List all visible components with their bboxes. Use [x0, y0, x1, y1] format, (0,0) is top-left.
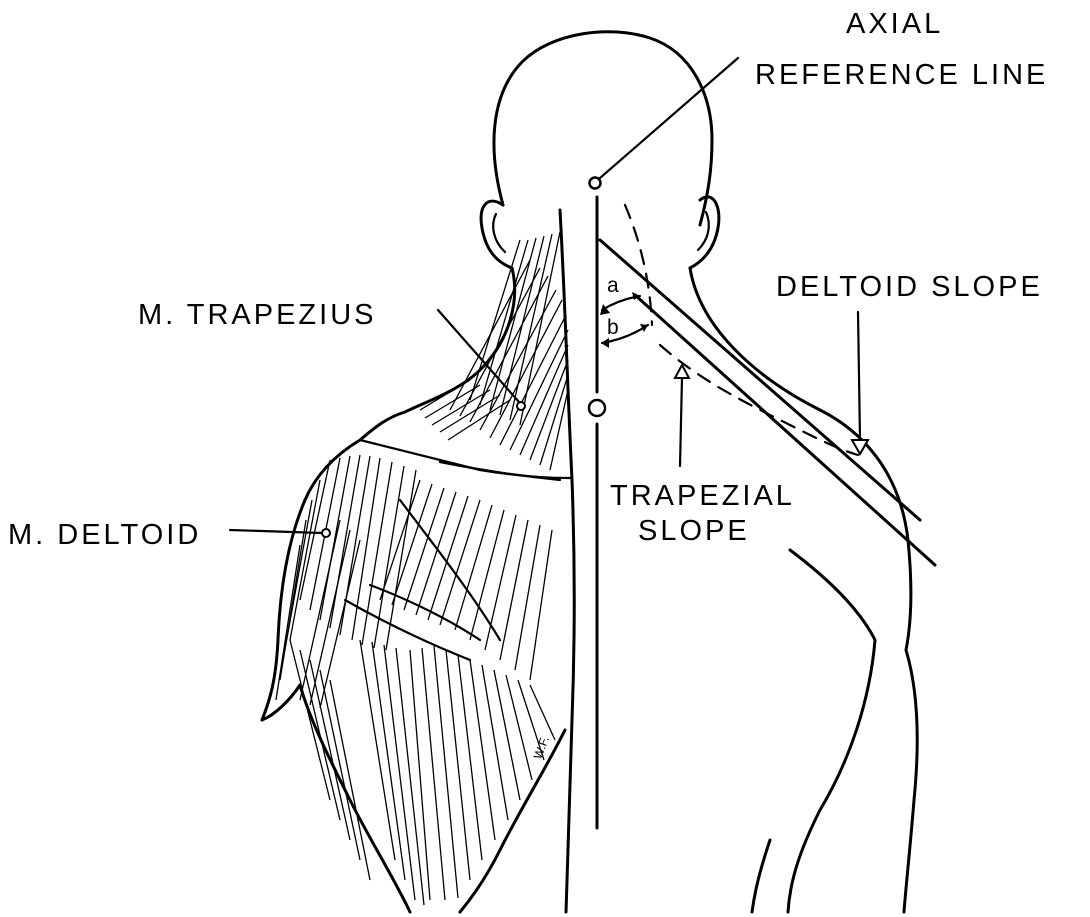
angle-a-arc — [600, 292, 640, 315]
angle-a-label: a — [607, 274, 619, 297]
dashed-contour — [625, 205, 858, 455]
left-ear — [481, 201, 512, 268]
m-trapezius-label: M. TRAPEZIUS — [138, 299, 377, 331]
angle-b-label: b — [607, 316, 619, 339]
axial-leader-line — [600, 58, 738, 178]
axial-reference-line — [589, 178, 605, 829]
artist-signature: W.F. — [531, 734, 552, 761]
deltoid-slope-label: DELTOID SLOPE — [776, 271, 1043, 303]
trapezial-label-line1: TRAPEZIAL — [610, 480, 795, 512]
axial-label-line2: REFERENCE LINE — [755, 59, 1048, 91]
body-right-half — [690, 268, 917, 912]
trapezial-slope-arrow — [675, 365, 689, 466]
trapezial-label-line2: SLOPE — [638, 515, 750, 547]
axial-label-line1: AXIAL — [846, 8, 943, 40]
m-deltoid-label: M. DELTOID — [8, 519, 201, 551]
head-outline — [494, 32, 712, 225]
